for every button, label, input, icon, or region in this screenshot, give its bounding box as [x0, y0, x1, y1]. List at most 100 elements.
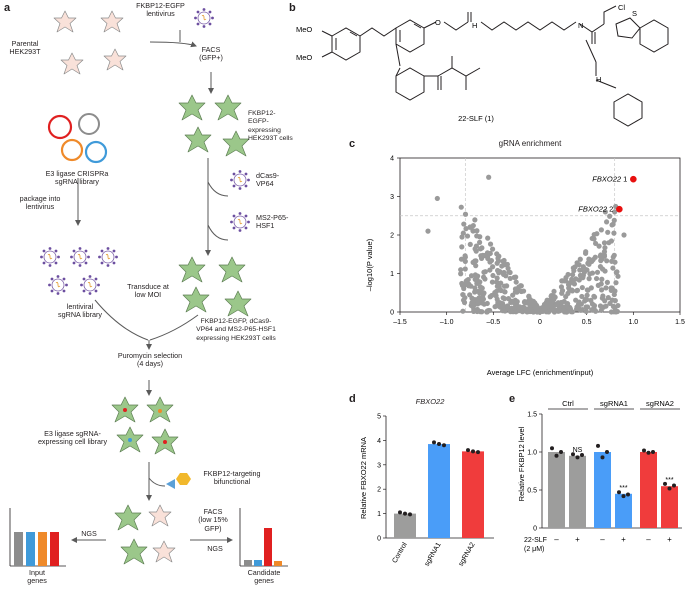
- label-package: package into lentivirus: [19, 194, 61, 212]
- volcano-point: [507, 269, 513, 276]
- volcano-point: [459, 244, 465, 250]
- volcano-point: [608, 285, 614, 291]
- volcano-point: [479, 245, 485, 251]
- volcano-point: [510, 292, 516, 298]
- bar-d-point: [466, 448, 470, 453]
- bar-d-point: [437, 442, 441, 447]
- volcano-point: [588, 285, 594, 291]
- volcano-point: [472, 276, 478, 282]
- volcano-point: [599, 276, 605, 282]
- volcano-point: [486, 174, 492, 180]
- volcano-y-tick-label: 4: [390, 156, 394, 163]
- engineered-cells: [178, 256, 252, 317]
- compound-label: 22-SLF (1): [458, 114, 494, 123]
- volcano-point: [583, 308, 589, 315]
- volcano-point: [577, 256, 583, 262]
- volcano-point: [464, 233, 471, 239]
- volcano-point: [467, 241, 473, 248]
- bar-e-condition-label: +: [667, 535, 672, 544]
- bar-d-point: [432, 440, 436, 445]
- volcano-point: [565, 290, 571, 296]
- volcano-point: [570, 265, 576, 271]
- volcano-point: [604, 258, 610, 264]
- volcano-y-tick-label: 3: [390, 194, 394, 201]
- bar-e-y-tick-label: 0: [533, 526, 537, 533]
- volcano-point: [477, 239, 483, 245]
- bar-e-y-tick-label: 1.5: [527, 412, 537, 419]
- volcano-point: [495, 299, 501, 305]
- volcano-hit-label: FBXO22 1: [592, 175, 627, 184]
- volcano-x-tick-label: 1.5: [675, 319, 685, 326]
- volcano-point: [462, 295, 468, 301]
- volcano-point: [501, 288, 507, 295]
- bar-e-point: [550, 446, 554, 451]
- bar-d-y-tick-label: 3: [377, 462, 381, 469]
- volcano-point: [481, 274, 487, 280]
- volcano-point: [603, 303, 609, 309]
- volcano-point: [487, 250, 493, 257]
- volcano-point: [597, 253, 603, 259]
- bar-e-condition-label: +: [575, 535, 580, 544]
- bar-e-y-label: Relative FKBP12 level: [517, 426, 526, 501]
- label-ms2: MS2-P65- HSF1: [256, 213, 289, 231]
- volcano-point: [505, 296, 512, 302]
- volcano-point: [614, 269, 620, 275]
- volcano-point: [463, 226, 469, 232]
- bar-e-bar: [615, 493, 632, 528]
- volcano-point: [492, 304, 498, 310]
- volcano-point: [462, 211, 469, 217]
- bar-d-point: [442, 443, 446, 448]
- fkbp-egfp-virus-icon: [193, 7, 215, 29]
- volcano-point: [458, 267, 464, 273]
- volcano-title: gRNA enrichment: [498, 139, 562, 148]
- volcano-point: [479, 300, 485, 306]
- volcano-hit-point: [616, 205, 623, 213]
- bar-e-point: [580, 453, 584, 458]
- bar-e-y-tick-label: 1.0: [527, 450, 537, 457]
- volcano-point: [521, 304, 527, 311]
- volcano-x-tick-label: –1.0: [440, 319, 454, 326]
- volcano-point: [579, 273, 586, 279]
- bar-e-point: [575, 455, 580, 460]
- volcano-point: [513, 274, 519, 280]
- volcano-point: [494, 260, 500, 266]
- volcano-point: [541, 305, 547, 312]
- bar-d-point: [403, 511, 407, 516]
- volcano-point: [502, 308, 508, 314]
- volcano-x-label: Average LFC (enrichment/input): [487, 368, 594, 377]
- volcano-point: [474, 233, 480, 239]
- volcano-point: [611, 291, 617, 298]
- volcano-point: [518, 288, 524, 295]
- bar-e-bar: [661, 486, 678, 528]
- volcano-point: [549, 307, 555, 313]
- volcano-point: [599, 295, 605, 301]
- volcano-point: [461, 282, 467, 289]
- volcano-point: [514, 289, 520, 295]
- volcano-point: [590, 257, 596, 263]
- volcano-point: [493, 288, 500, 294]
- bar-d-title: FBXO22: [415, 397, 445, 406]
- bar-e-point: [571, 452, 575, 457]
- bar-e-condition-label: –: [600, 535, 605, 544]
- volcano-point: [501, 257, 507, 264]
- label-puromycin: Puromycin selection (4 days): [117, 351, 183, 369]
- volcano-point: [501, 303, 507, 309]
- volcano-point: [594, 269, 601, 275]
- volcano-point: [605, 229, 611, 235]
- bar-d-bar: [428, 444, 450, 538]
- volcano-point: [579, 293, 585, 300]
- volcano-point: [563, 309, 569, 315]
- volcano-point: [602, 209, 608, 215]
- volcano-point: [494, 275, 500, 281]
- bar-d-y-tick-label: 0: [377, 536, 381, 543]
- bar-e-bar: [640, 452, 657, 528]
- volcano-point: [612, 209, 618, 215]
- volcano-point: [499, 263, 505, 269]
- label-parental: Parental HEK293T: [9, 39, 41, 57]
- bar-e-group-label: sgRNA1: [600, 399, 628, 408]
- volcano-point: [479, 285, 485, 291]
- volcano-point: [592, 240, 599, 247]
- volcano-point: [551, 293, 557, 300]
- volcano-x-tick-label: 0.5: [582, 319, 592, 326]
